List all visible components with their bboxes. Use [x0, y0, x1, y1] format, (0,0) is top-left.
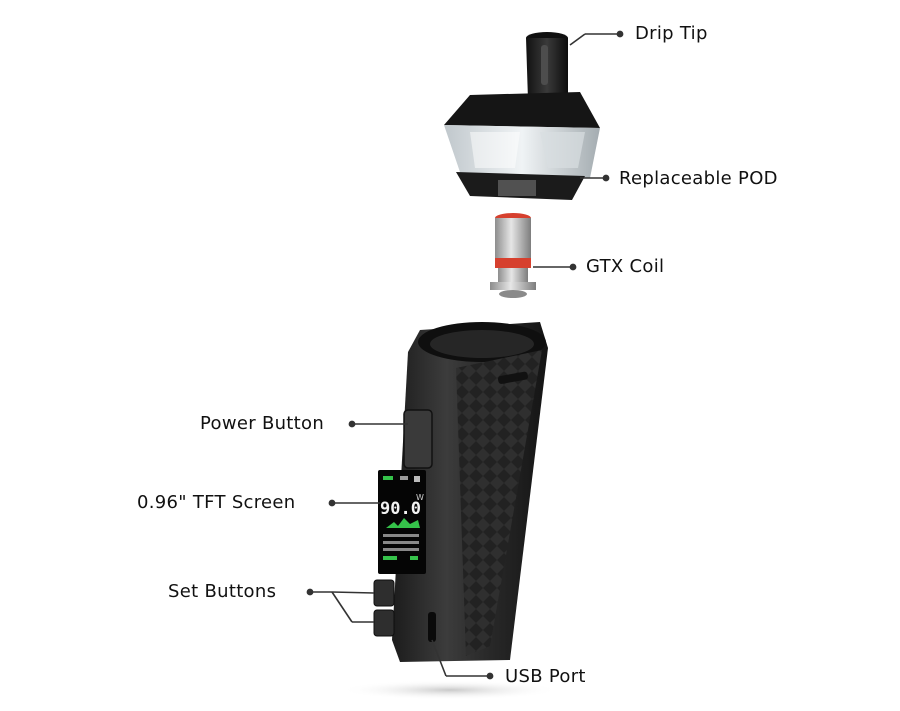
tft-screen-label: 0.96" TFT Screen [137, 492, 296, 513]
set-buttons-label: Set Buttons [168, 581, 277, 602]
drip-tip-label: Drip Tip [635, 23, 708, 44]
gtx-coil-label: GTX Coil [586, 256, 665, 277]
drip-tip [526, 32, 568, 100]
screen-unit: W [416, 493, 424, 502]
leader-screen [328, 499, 380, 507]
replaceable-pod-label: Replaceable POD [619, 168, 778, 189]
replaceable-pod [444, 92, 600, 200]
leader-coil [533, 263, 577, 271]
power-button-label: Power Button [200, 413, 325, 434]
gtx-coil [490, 213, 536, 298]
leader-set [306, 588, 375, 623]
tft-screen: 90.0 W [378, 470, 426, 574]
leader-power [348, 420, 408, 428]
leader-usb [431, 639, 494, 680]
leader-lines [306, 30, 624, 680]
usb-port-label: USB Port [505, 666, 586, 687]
leader-drip [569, 30, 624, 46]
leader-pod [580, 174, 610, 182]
device-body [340, 322, 560, 700]
screen-wattage: 90.0 [380, 499, 421, 519]
